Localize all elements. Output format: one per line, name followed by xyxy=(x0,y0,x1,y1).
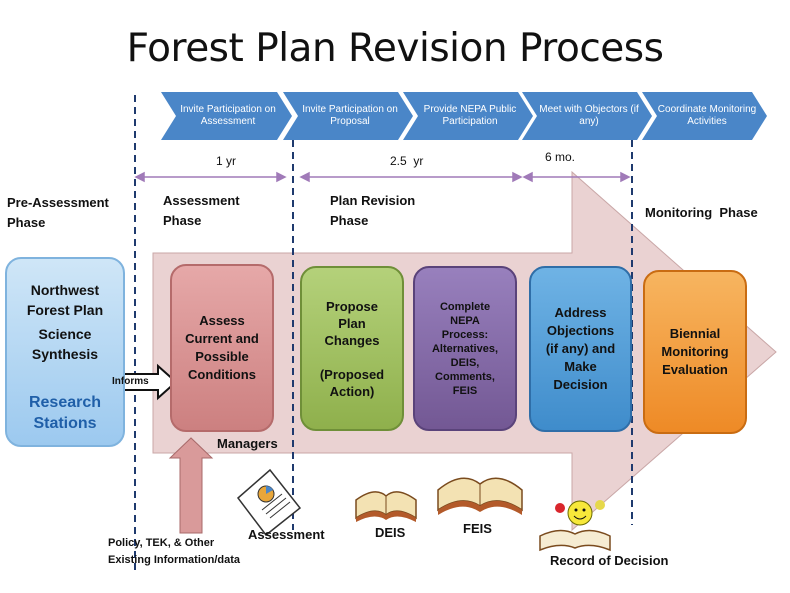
duration-assessment: 1 yr xyxy=(216,154,237,168)
chevron-shape xyxy=(522,92,652,140)
assessment-doc-label: Assessment xyxy=(248,527,325,542)
assessment-document-icon xyxy=(236,468,302,537)
chevron-shape xyxy=(403,92,533,140)
policy-arrow xyxy=(168,437,214,534)
arrow-head xyxy=(134,171,145,183)
policy-label: Policy, TEK, & Other Existing Informatio… xyxy=(108,537,241,566)
record-of-decision-label: Record of Decision xyxy=(550,553,669,568)
chevron-label: Provide NEPA Public Participation xyxy=(423,104,517,127)
arrow-head xyxy=(620,171,631,183)
step-label: Complete NEPA Process: Alternatives, DEI… xyxy=(431,300,499,397)
step-label: Assess Current and Possible Conditions xyxy=(185,313,259,382)
step-assess-conditions: Assess Current and Possible Conditions xyxy=(170,264,274,432)
chevron-shape xyxy=(283,92,413,140)
step-label: Address Objections (if any) and Make Dec… xyxy=(545,305,616,392)
step-complete-nepa: Complete NEPA Process: Alternatives, DEI… xyxy=(413,266,517,431)
record-of-decision-icon xyxy=(539,500,611,552)
science-box-research-stations: Research Stations xyxy=(28,394,102,432)
chevron-shape xyxy=(161,92,292,140)
step-biennial-monitoring: Biennial Monitoring Evaluation xyxy=(643,270,747,434)
chevron-label: Invite Participation on Proposal xyxy=(302,104,398,127)
deis-label: DEIS xyxy=(375,525,406,540)
arrow-head xyxy=(276,171,287,183)
duration-plan-revision: 2.5 yr xyxy=(390,154,424,168)
step-label: Biennial Monitoring Evaluation xyxy=(661,326,729,377)
phase-assessment: Assessment Phase xyxy=(163,193,240,228)
duration-objection: 6 mo. xyxy=(545,150,576,164)
feis-book-icon xyxy=(437,477,523,515)
science-box-subtitle: Science Synthesis xyxy=(31,326,99,362)
chevron-label: Invite Participation on Assessment xyxy=(180,104,276,127)
arrow-head xyxy=(299,171,310,183)
step-address-objections: Address Objections (if any) and Make Dec… xyxy=(529,266,632,432)
phase-plan-revision: Plan Revision Phase xyxy=(330,193,416,228)
arrow-head xyxy=(522,171,533,183)
feis-label: FEIS xyxy=(463,521,492,536)
arrow-head xyxy=(512,171,523,183)
chevron-label: Meet with Objectors (if any) xyxy=(539,104,639,127)
science-synthesis-box: Northwest Forest Plan Science Synthesis … xyxy=(5,257,125,447)
informs-label: Informs xyxy=(112,376,149,387)
page-title: Forest Plan Revision Process xyxy=(126,26,664,71)
chevron-shape xyxy=(642,92,767,140)
science-box-title: Northwest Forest Plan xyxy=(26,282,104,318)
phase-monitoring: Monitoring Phase xyxy=(645,205,758,220)
phase-pre-assessment: Pre-Assessment Phase xyxy=(7,195,109,230)
chevron-row xyxy=(161,92,767,140)
chevron-label: Coordinate Monitoring Activities xyxy=(657,104,757,127)
deis-book-icon xyxy=(355,491,417,522)
step-label: Propose Plan Changes (Proposed Action) xyxy=(319,298,385,399)
step-propose-changes: Propose Plan Changes (Proposed Action) xyxy=(300,266,404,431)
managers-label: Managers xyxy=(217,436,278,451)
